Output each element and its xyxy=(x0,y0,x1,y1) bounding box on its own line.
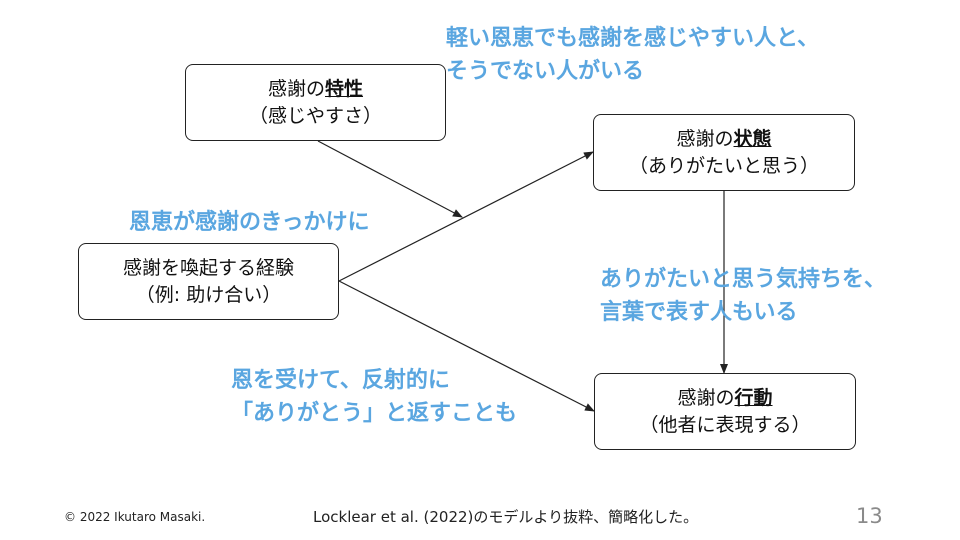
box-action-prefix: 感謝の xyxy=(677,387,735,410)
note-trait-differences: 軽い恩恵でも感謝を感じやすい人と、 そうでない人がいる xyxy=(446,22,819,88)
box-gratitude-action: 感謝の行動 （他者に表現する） xyxy=(594,373,856,450)
arrow-experience-to-state xyxy=(338,151,594,282)
note-top-line-2: そうでない人がいる xyxy=(446,59,645,84)
box-state-prefix: 感謝の xyxy=(676,128,734,151)
box-gratitude-state: 感謝の状態 （ありがたいと思う） xyxy=(593,114,855,191)
box-action-emphasis: 行動 xyxy=(734,387,773,410)
note-bottom-line-1: 恩を受けて、反射的に xyxy=(231,368,450,393)
note-mid-line-1: 恩恵が感謝のきっかけに xyxy=(129,210,370,235)
source-citation: Locklear et al. (2022)のモデルより抜粋、簡略化した。 xyxy=(313,508,699,526)
box-trait-title: 感謝の特性 xyxy=(268,76,363,102)
note-reflexive-thanks: 恩を受けて、反射的に 「ありがとう」と返すことも xyxy=(231,364,517,430)
box-action-subtitle: （他者に表現する） xyxy=(639,413,811,436)
page-number: 13 xyxy=(856,504,883,528)
box-experience-subtitle: （例: 助け合い） xyxy=(135,283,282,306)
box-state-subtitle: （ありがたいと思う） xyxy=(628,154,819,177)
box-trait-subtitle: （感じやすさ） xyxy=(248,104,382,127)
box-action-title: 感謝の行動 xyxy=(677,385,772,411)
box-gratitude-trait: 感謝の特性 （感じやすさ） xyxy=(185,64,446,141)
box-trait-emphasis: 特性 xyxy=(325,78,364,101)
box-state-title: 感謝の状態 xyxy=(676,126,771,152)
box-trait-prefix: 感謝の xyxy=(267,78,325,101)
box-experience-title: 感謝を喚起する経験 xyxy=(122,257,294,280)
box-state-emphasis: 状態 xyxy=(733,128,772,151)
note-right-line-2: 言葉で表す人もいる xyxy=(600,300,798,325)
note-express-in-words: ありがたいと思う気持ちを、 言葉で表す人もいる xyxy=(600,263,886,329)
box-eliciting-experience: 感謝を喚起する経験 （例: 助け合い） xyxy=(78,243,339,320)
note-top-line-1: 軽い恩恵でも感謝を感じやすい人と、 xyxy=(446,26,820,51)
copyright-notice: © 2022 Ikutaro Masaki. xyxy=(64,510,206,524)
note-right-line-1: ありがたいと思う気持ちを、 xyxy=(600,267,887,292)
note-bottom-line-2: 「ありがとう」と返すことも xyxy=(231,401,518,426)
note-benefit-trigger: 恩恵が感謝のきっかけに xyxy=(129,206,369,239)
